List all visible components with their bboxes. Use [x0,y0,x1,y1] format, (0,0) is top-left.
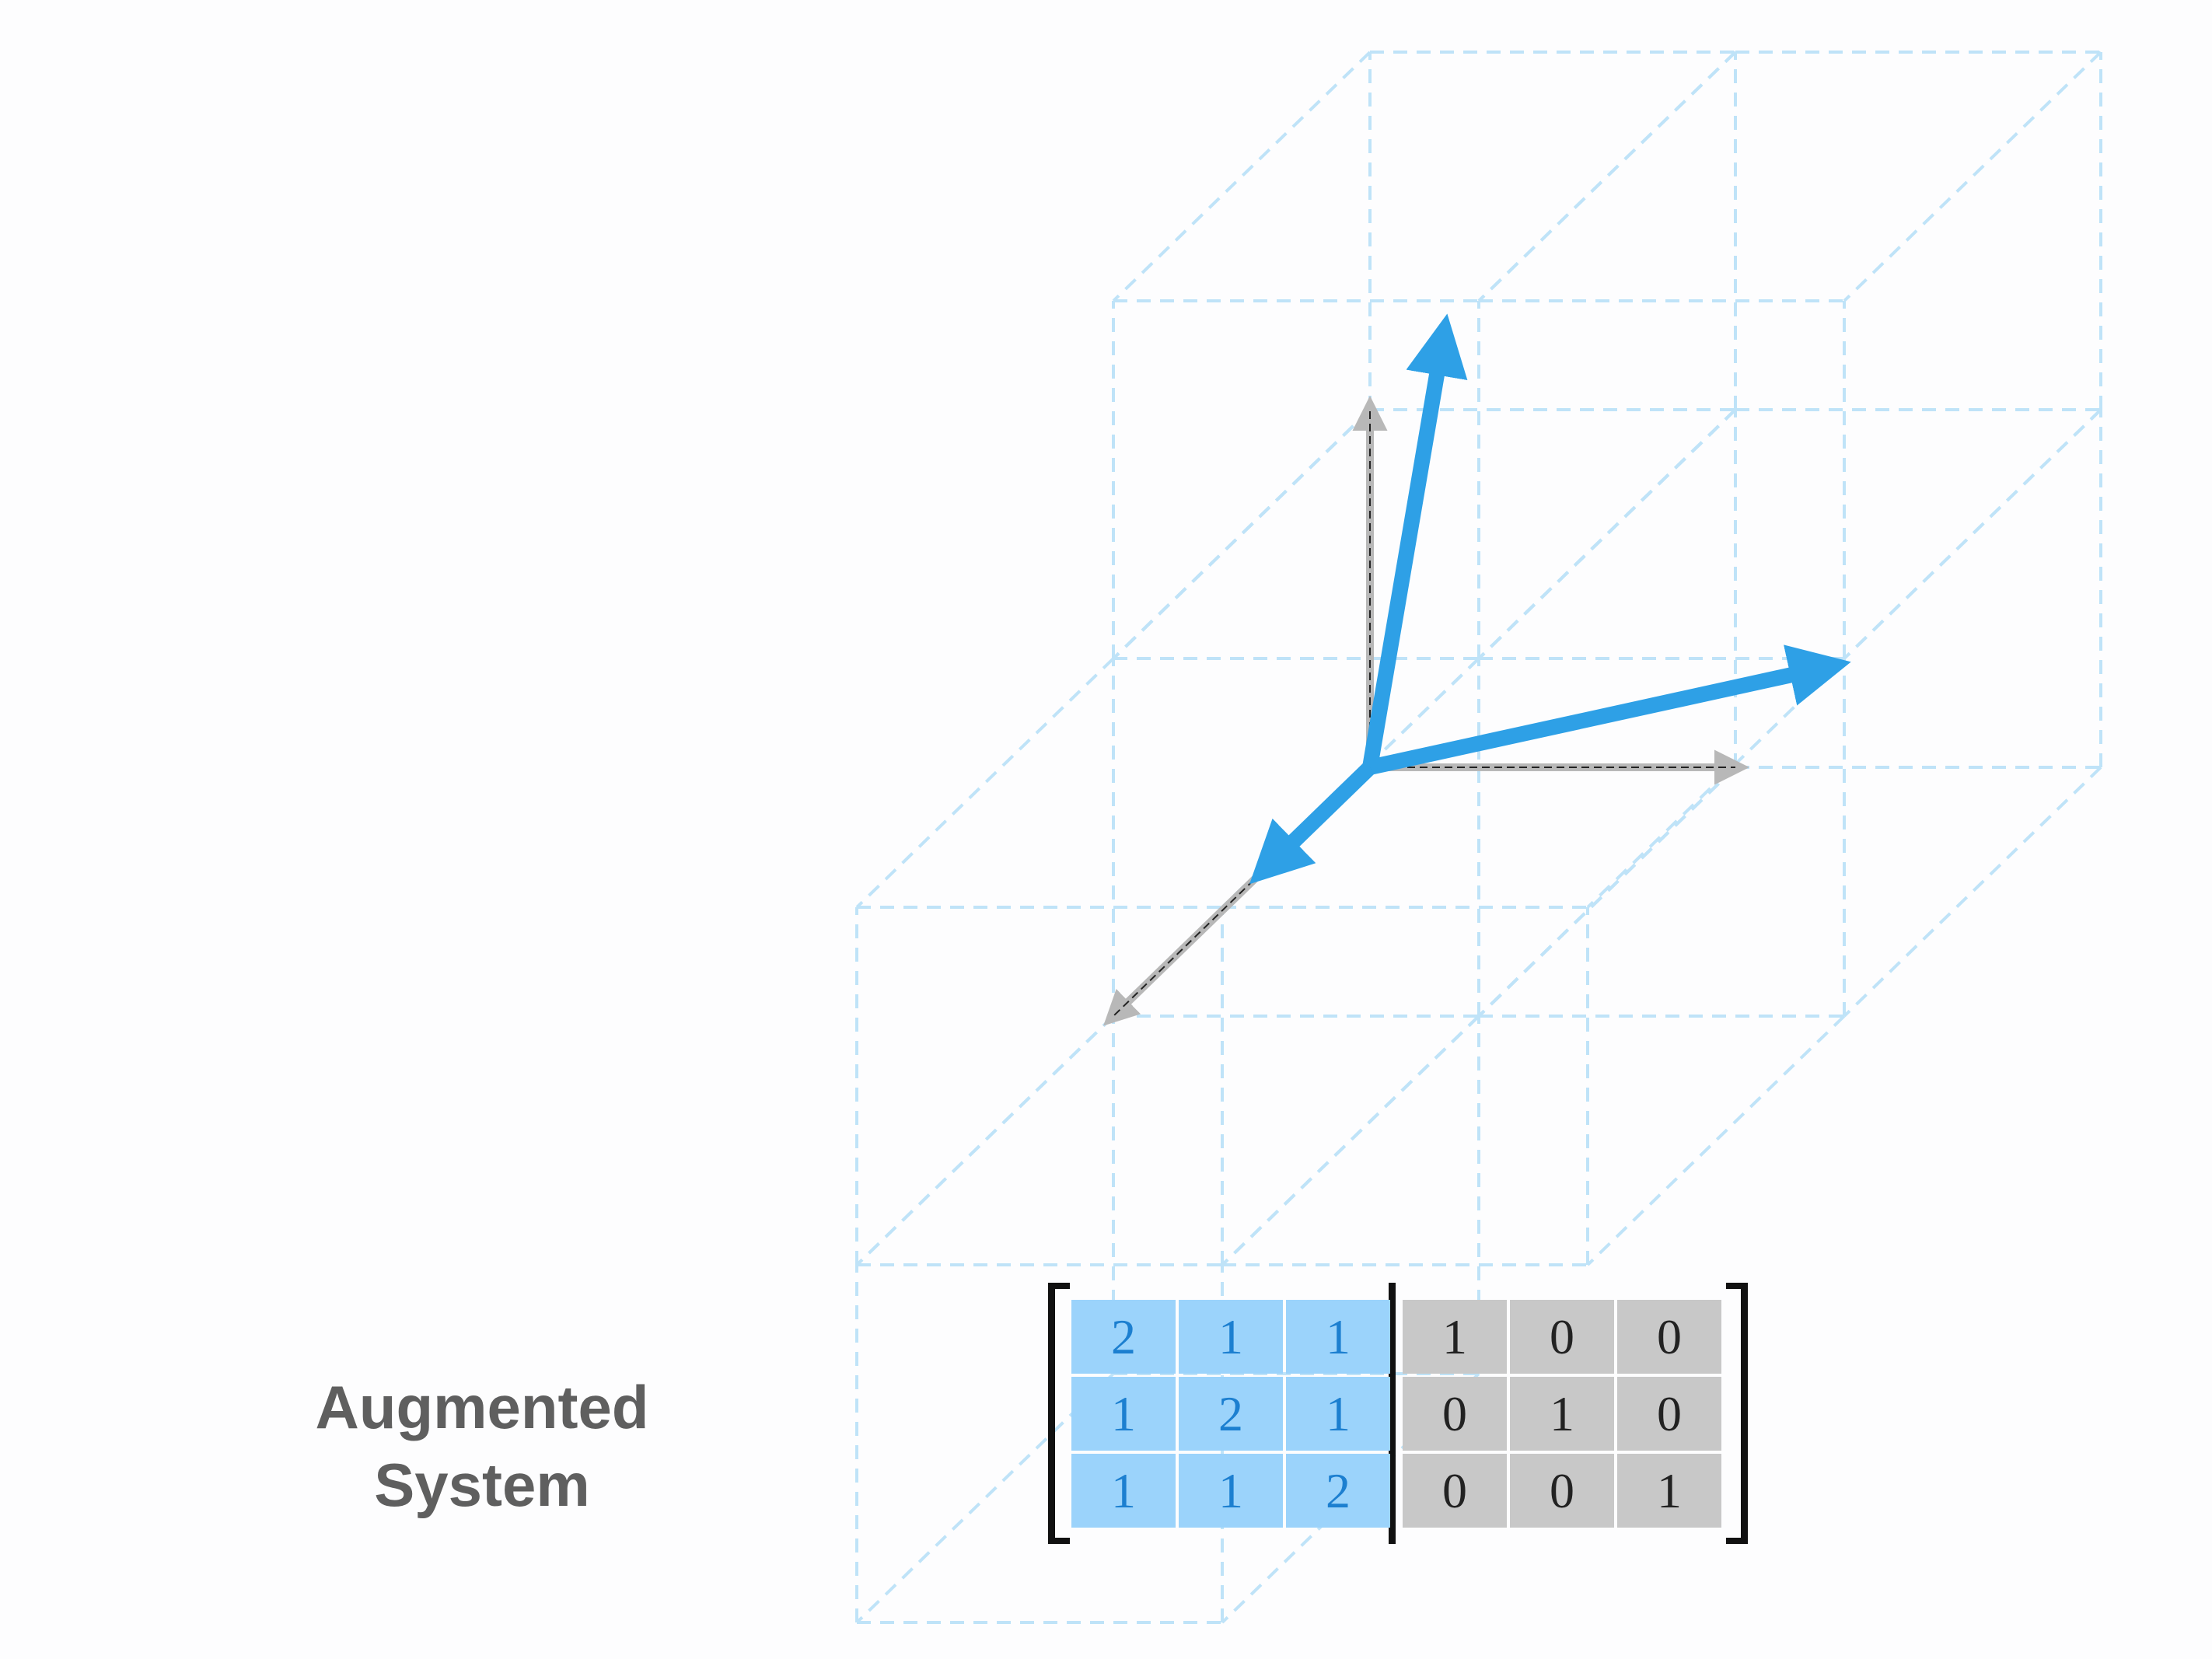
identity-cell: 1 [1617,1454,1721,1528]
identity-cell: 0 [1403,1454,1507,1528]
identity-cell: 1 [1510,1377,1614,1451]
grid-cube-edge [1477,51,1737,302]
transformed-vectors [1249,313,1851,885]
coef-cell: 2 [1179,1377,1283,1451]
identity-cell: 0 [1617,1377,1721,1451]
coef-cell: 2 [1071,1300,1176,1374]
grid-cube-edge [1843,51,2102,302]
coef-cell: 1 [1286,1300,1390,1374]
transformed-vector-column-2 [1249,761,1375,885]
augment-divider [1389,1283,1396,1544]
augmented-system-label: Augmented System [264,1368,700,1524]
grid-cube-edge [1586,1015,1846,1266]
identity-cell: 0 [1510,1454,1614,1528]
grid-cube-edge [1221,1015,1480,1266]
grid-cube-edge [855,1372,1115,1624]
grid-cube-edge [1221,657,1480,909]
identity-cell: 0 [1510,1300,1614,1374]
augmented-matrix: 2 1 1 1 2 1 1 1 2 1 0 0 0 1 0 0 0 1 [1048,1283,1748,1547]
coef-cell: 1 [1071,1377,1176,1451]
grid-cube-edge [1843,766,2102,1018]
label-line-2: System [374,1451,590,1519]
coef-cell: 1 [1179,1300,1283,1374]
coef-cell: 1 [1179,1454,1283,1528]
transformed-vector-column-3 [1362,313,1468,769]
identity-cell: 1 [1403,1300,1507,1374]
coef-cell: 2 [1286,1454,1390,1528]
grid-cube-edge [1477,766,1737,1018]
grid-cube-edge [855,1015,1115,1266]
grid-cube-edge [855,657,1115,909]
identity-cell: 0 [1617,1300,1721,1374]
label-line-1: Augmented [315,1373,649,1441]
right-bracket [1726,1283,1748,1544]
grid-cube-edge [1112,408,1372,660]
coef-cell: 1 [1286,1377,1390,1451]
basis-axis-line-e2 [1113,767,1371,1017]
left-bracket [1048,1283,1070,1544]
identity-cell: 0 [1403,1377,1507,1451]
grid-cube-edge [1843,408,2102,660]
grid-cube-edge [1112,51,1372,302]
transformed-vector-column-1 [1368,644,1851,775]
grid-cube-edge [1477,408,1737,660]
coef-cell: 1 [1071,1454,1176,1528]
